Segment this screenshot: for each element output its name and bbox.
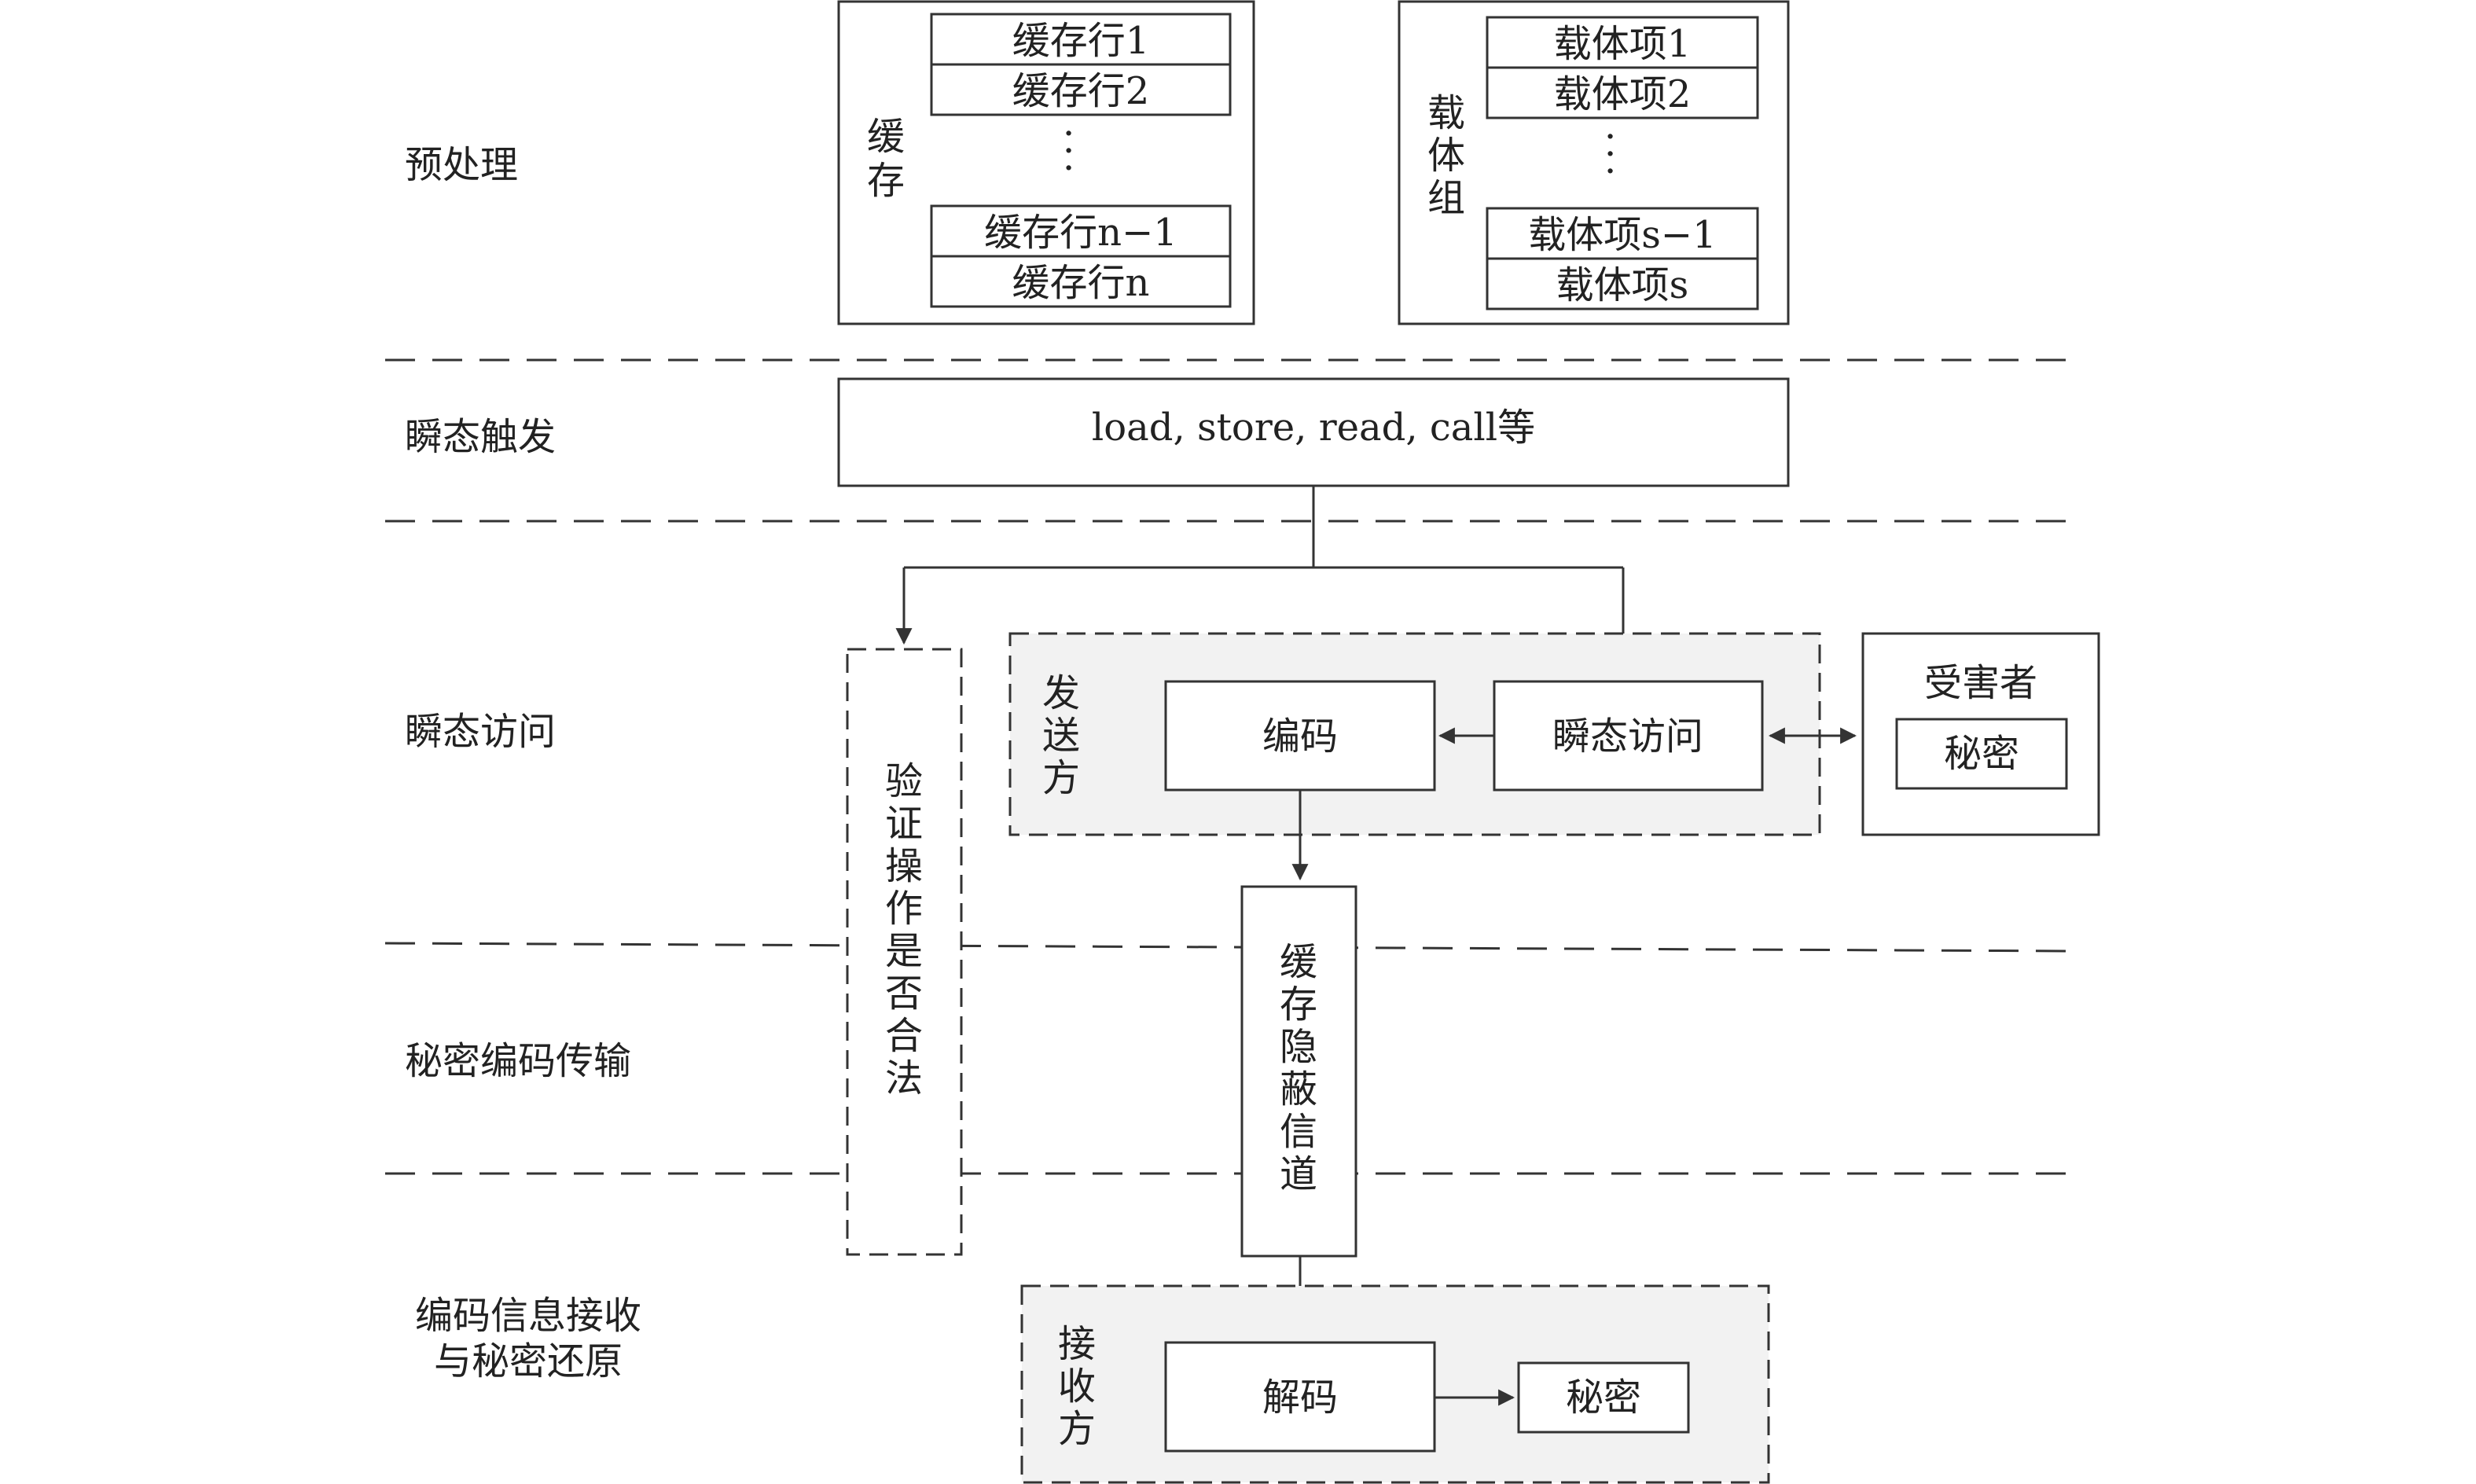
separator-3: [384, 942, 2076, 953]
carrier-item-1: [1486, 16, 1759, 69]
channel-char-2: 存: [1280, 983, 1317, 1027]
covert-channel-box: [1240, 885, 1357, 1258]
receiver-label-1: 接: [1058, 1322, 1096, 1366]
carrier-label-1: 载: [1427, 91, 1465, 135]
verify-char-4: 作: [885, 887, 923, 931]
cache-row-n: [930, 255, 1232, 308]
carrier-item-s: [1486, 257, 1759, 310]
cache-ellipsis-3: ·: [1063, 146, 1075, 190]
stage-label-secret-encoding-transfer: 秘密编码传输: [405, 1039, 631, 1083]
carrier-label-2: 体: [1427, 134, 1465, 178]
carrier-item-2: [1486, 66, 1759, 119]
cache-row-n-1-text: 缓存行n−1: [984, 211, 1177, 255]
cache-label-2: 存: [867, 159, 905, 203]
channel-char-6: 道: [1280, 1152, 1317, 1196]
cache-row-2-text: 缓存行2: [1012, 69, 1150, 113]
carrier-item-s-text: 载体项s: [1556, 263, 1689, 307]
victim-title: 受害者: [1924, 661, 2037, 705]
verify-char-2: 证: [885, 802, 923, 846]
transient-access-text: 瞬态访问: [1552, 714, 1703, 759]
receiver-secret-box: [1517, 1361, 1690, 1434]
carrier-item-2-text: 载体项2: [1554, 72, 1692, 116]
stage-label-receive-line2: 与秘密还原: [434, 1339, 623, 1383]
carrier-item-s-1: [1486, 207, 1759, 260]
cache-ellipsis-2: ·: [1063, 129, 1075, 173]
stage-label-transient-access: 瞬态访问: [405, 710, 556, 754]
channel-char-1: 缓: [1280, 940, 1317, 984]
stage-label-preprocess: 预处理: [405, 143, 518, 187]
channel-char-5: 信: [1280, 1110, 1317, 1154]
trigger-box: [837, 377, 1790, 487]
victim-secret-text: 秘密: [1944, 732, 2019, 776]
cache-row-n-1: [930, 204, 1232, 258]
sender-label-3: 方: [1042, 756, 1080, 800]
carrier-ellipsis-2: ·: [1604, 132, 1616, 176]
carrier-label-3: 组: [1427, 176, 1465, 220]
verify-char-8: 法: [885, 1056, 923, 1100]
sender-label-1: 发: [1042, 671, 1080, 715]
carrier-item-1-text: 载体项1: [1554, 22, 1692, 66]
verify-char-7: 合: [885, 1014, 923, 1058]
cache-row-1-text: 缓存行1: [1012, 19, 1150, 63]
cache-ellipsis: ·: [1063, 112, 1075, 156]
stage-label-receive-line1: 编码信息接收: [415, 1294, 641, 1338]
carrier-ellipsis: ·: [1604, 115, 1616, 159]
verify-char-1: 验: [885, 759, 923, 803]
cache-row-n-text: 缓存行n: [1012, 261, 1150, 305]
sender-label-2: 送: [1042, 714, 1080, 758]
encode-text: 编码: [1262, 714, 1338, 759]
cache-row-1: [930, 13, 1232, 66]
cache-label-1: 缓: [867, 115, 905, 159]
decode-text: 解码: [1262, 1376, 1338, 1420]
channel-char-4: 蔽: [1280, 1067, 1317, 1111]
verify-char-6: 否: [885, 972, 923, 1016]
carrier-item-s-1-text: 载体项s−1: [1528, 213, 1716, 257]
victim-secret-box: [1895, 718, 2068, 790]
verify-legality-box: [846, 648, 963, 1256]
verify-char-3: 操: [885, 844, 923, 888]
receiver-secret-text: 秘密: [1566, 1376, 1641, 1420]
receiver-label-3: 方: [1058, 1407, 1096, 1451]
stage-label-transient-trigger: 瞬态触发: [405, 415, 556, 459]
trigger-text: load, store, read, call等: [1092, 406, 1535, 450]
channel-char-3: 隐: [1280, 1025, 1317, 1069]
receiver-label-2: 收: [1058, 1365, 1096, 1409]
verify-char-5: 是: [885, 929, 923, 973]
carrier-ellipsis-3: ·: [1604, 149, 1616, 193]
decode-box: [1164, 1341, 1436, 1453]
transient-access-box: [1493, 680, 1764, 792]
cache-row-2: [930, 63, 1232, 116]
